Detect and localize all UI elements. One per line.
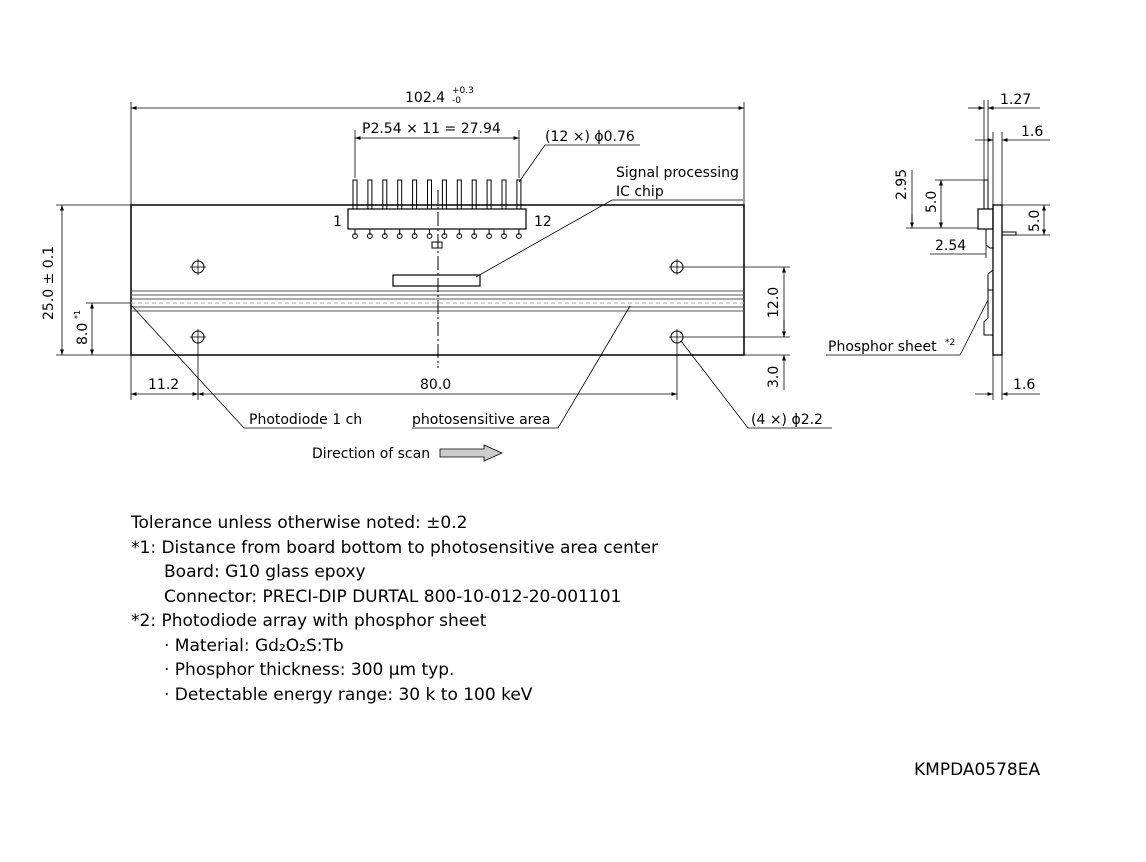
photodiode-label: Photodiode 1 ch [249,412,362,428]
side-view [826,100,1050,400]
side-view-text: 1.27 1.6 2.95 5.0 5.0 2.54 Phosphor shee… [828,92,1043,393]
signal-ic-label-1: Signal processing [616,165,739,181]
connector-pin [471,179,477,210]
connector-pin [397,179,403,210]
connector-pin-solder [441,233,448,239]
leader-phosphor [826,299,989,356]
side-connector [977,208,994,230]
side-50-left-label: 5.0 [924,191,940,213]
direction-arrow-icon [439,444,503,462]
total-width-label: 102.4 [405,90,445,106]
area-center-note: *1 [73,310,82,319]
connector-pin [501,179,507,210]
signal-ic-label-2: IC chip [616,184,664,200]
front-view-text: 102.4 +0.3 -0 P2.54 × 11 = 27.94 (12 ×) … [41,86,823,462]
connector-pin-solder [456,233,463,239]
area-center-label: 8.0 [75,323,91,345]
note-1: *1: Distance from board bottom to photos… [131,537,659,558]
leader-pin-dia [518,144,640,183]
phosphor-label: Phosphor sheet [828,339,937,355]
side-254-label: 2.54 [935,238,966,254]
connector-body [347,208,527,230]
note-1-connector: Connector: PRECI-DIP DURTAL 800-10-012-2… [164,586,622,607]
connector-pin-solder [426,233,433,239]
side-phosphor-sheet [983,269,994,336]
side-50-right-label: 5.0 [1027,210,1043,232]
connector-pin-solder [471,233,478,239]
side-295-label: 2.95 [894,169,910,200]
hole-bottom-label: 3.0 [766,366,782,388]
pin-1-label: 1 [333,214,342,230]
connector-pin [516,179,522,210]
mounting-holes [190,259,685,345]
total-width-tol-minus: -0 [452,96,461,106]
pin-12-label: 12 [534,214,552,230]
leader-ic [475,199,743,278]
connector-pin [427,179,432,210]
connector-pin-solder [352,233,358,239]
dim-bottom [130,345,678,400]
note-2-material: · Material: Gd₂O₂S:Tb [164,635,344,656]
connector-pin [352,179,358,210]
connector-pin-solder [516,233,522,239]
side-connector-leg [985,229,993,249]
connector-pin-solder [411,233,418,239]
dim-area-center [86,302,131,355]
connector-pin-solder [396,233,403,239]
connector-pin-solder [381,233,388,239]
pin-pitch-label: P2.54 × 11 = 27.94 [362,121,501,137]
connector-pin [486,179,492,210]
dim-board-height [56,204,131,356]
pin-dia-label: (12 ×) ϕ0.76 [545,129,635,145]
front-view [56,102,832,462]
phosphor-note: *2 [945,338,955,348]
leader-hole-dia [680,340,832,429]
notes-block: Tolerance unless otherwise noted: ±0.2 *… [131,511,658,707]
dim-hole-vertical [685,266,790,390]
photosensitive-label: photosensitive area [412,412,550,428]
connector-pin [412,179,418,210]
connector-pin-solder [501,233,507,239]
connector-pin [382,179,388,210]
note-1-board: Board: G10 glass epoxy [164,562,366,582]
side-127-label: 1.27 [1000,92,1031,108]
note-2-range: · Detectable energy range: 30 k to 100 k… [164,684,533,705]
direction-label: Direction of scan [312,446,430,462]
side-16-top-label: 1.6 [1021,124,1043,140]
ic-chip [392,274,481,287]
side-dims-top [906,100,1050,400]
side-board [992,204,1003,356]
connector-pin-solder [486,233,493,239]
leader-photosensitive [412,305,631,429]
board-height-label: 25.0 ± 0.1 [41,246,57,320]
note-tolerance: Tolerance unless otherwise noted: ±0.2 [131,513,468,533]
hole-spacing-label: 80.0 [420,377,451,393]
side-pin-top [983,179,989,210]
side-16-bottom-label: 1.6 [1013,377,1035,393]
note-2-thickness: · Phosphor thickness: 300 μm typ. [164,660,455,680]
drawing-code: KMPDA0578EA [914,760,1041,780]
left-offset-label: 11.2 [148,377,179,393]
dim-total-width [130,102,745,205]
small-chip-mark [431,241,443,249]
leader-photodiode [130,304,322,429]
connector-pins [352,179,522,239]
dim-pin-pitch [354,130,520,178]
hole-vertical-label: 12.0 [766,287,782,318]
connector-pin [456,179,462,210]
side-pin-right [1001,231,1017,236]
total-width-tol-plus: +0.3 [452,86,474,96]
connector-pin [367,179,373,210]
connector-pin-solder [367,233,373,239]
note-2: *2: Photodiode array with phosphor sheet [131,611,487,631]
hole-dia-label: (4 ×) ϕ2.2 [751,412,823,428]
connector-pin [441,179,447,210]
photosensitive-strip [131,290,744,312]
